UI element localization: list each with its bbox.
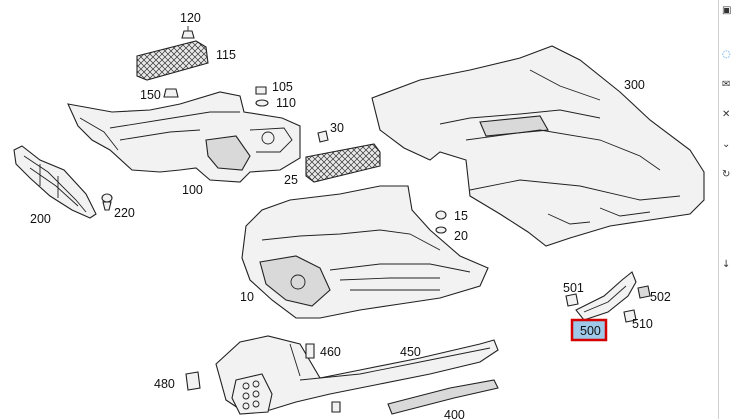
label-500[interactable]: 500 bbox=[580, 324, 601, 338]
clip-30[interactable] bbox=[317, 130, 329, 143]
side-pocket-200[interactable] bbox=[13, 145, 97, 219]
label-200[interactable]: 200 bbox=[30, 212, 51, 226]
sill-trim-450[interactable] bbox=[215, 335, 499, 413]
refresh-icon[interactable]: ↻ bbox=[722, 169, 731, 180]
clip-15[interactable] bbox=[435, 210, 447, 220]
label-460[interactable]: 460 bbox=[320, 345, 341, 359]
mail-icon[interactable]: ✉ bbox=[722, 79, 731, 90]
label-115[interactable]: 115 bbox=[216, 48, 236, 62]
floor-carpet-300[interactable] bbox=[371, 45, 705, 247]
clip-110[interactable] bbox=[255, 99, 269, 107]
window-icon[interactable]: ▣ bbox=[722, 5, 732, 16]
vent-grille-480[interactable] bbox=[231, 373, 273, 415]
label-220[interactable]: 220 bbox=[114, 206, 135, 220]
label-300[interactable]: 300 bbox=[624, 78, 645, 92]
sill-plate-400[interactable] bbox=[387, 379, 499, 415]
label-15[interactable]: 15 bbox=[454, 209, 468, 223]
info-icon[interactable]: ◌ bbox=[722, 49, 731, 60]
right-toolbar: ▣ ◌ ✉ ✕ ⌄ ↻ ↓ bbox=[718, 0, 733, 419]
clip-510[interactable] bbox=[623, 309, 637, 323]
label-480[interactable]: 480 bbox=[154, 377, 175, 391]
highlighted-callout-500[interactable]: 500 bbox=[570, 318, 608, 342]
label-502[interactable]: 502 bbox=[650, 290, 671, 304]
down-icon[interactable]: ↓ bbox=[722, 259, 731, 270]
trim-strip-500[interactable] bbox=[575, 271, 637, 321]
clip-502[interactable] bbox=[637, 285, 651, 299]
label-105[interactable]: 105 bbox=[272, 80, 293, 94]
side-trim-100[interactable] bbox=[67, 91, 301, 183]
label-100[interactable]: 100 bbox=[182, 183, 203, 197]
clip-220[interactable] bbox=[101, 193, 113, 211]
label-110[interactable]: 110 bbox=[276, 96, 296, 110]
clip-501[interactable] bbox=[565, 293, 579, 307]
label-501[interactable]: 501 bbox=[563, 281, 584, 295]
clip-460[interactable] bbox=[305, 343, 315, 359]
label-120[interactable]: 120 bbox=[180, 11, 201, 25]
clip-150[interactable] bbox=[163, 88, 179, 98]
clip-105[interactable] bbox=[255, 86, 267, 95]
cargo-floor-10[interactable] bbox=[241, 185, 489, 319]
label-25[interactable]: 25 bbox=[284, 173, 298, 187]
clip-400-small[interactable] bbox=[331, 401, 341, 413]
expand-icon[interactable]: ⌄ bbox=[722, 139, 731, 150]
label-510[interactable]: 510 bbox=[632, 317, 653, 331]
mesh-pad-25[interactable] bbox=[305, 143, 381, 183]
clip-120[interactable] bbox=[181, 26, 195, 39]
close-icon[interactable]: ✕ bbox=[722, 109, 731, 120]
clip-20[interactable] bbox=[435, 226, 447, 234]
mesh-pad-115[interactable] bbox=[136, 40, 209, 81]
label-20[interactable]: 20 bbox=[454, 229, 468, 243]
label-30[interactable]: 30 bbox=[330, 121, 344, 135]
label-450[interactable]: 450 bbox=[400, 345, 421, 359]
label-150[interactable]: 150 bbox=[140, 88, 161, 102]
clip-480[interactable] bbox=[185, 371, 201, 391]
label-400[interactable]: 400 bbox=[444, 408, 465, 419]
label-10[interactable]: 10 bbox=[240, 290, 254, 304]
